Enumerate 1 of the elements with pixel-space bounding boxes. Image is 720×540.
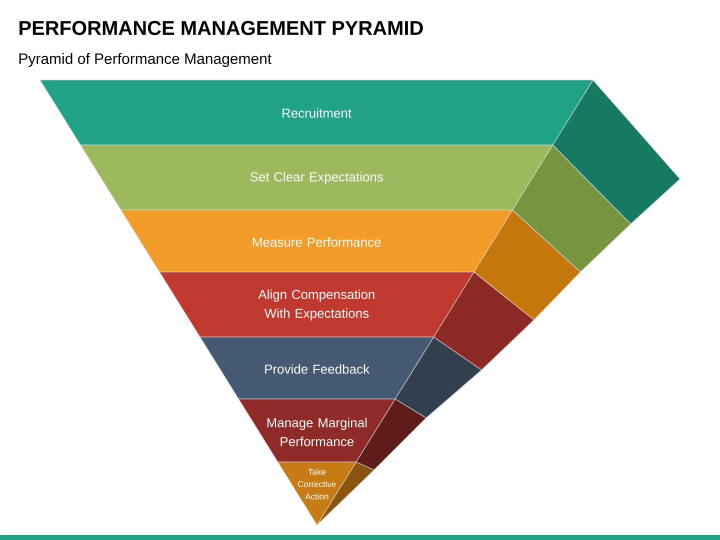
title: PERFORMANCE MANAGEMENT PYRAMID bbox=[20, 20, 423, 36]
